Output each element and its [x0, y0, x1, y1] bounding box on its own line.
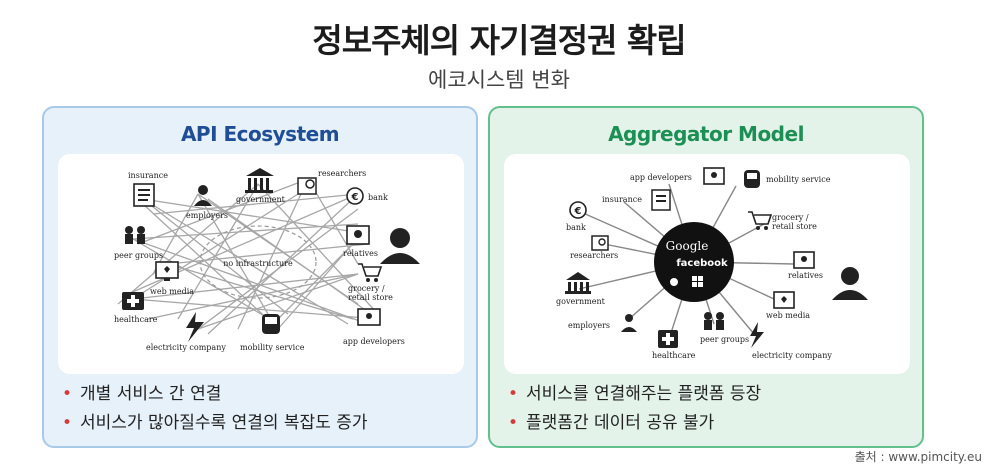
mesh-lines — [117, 178, 379, 335]
node-label-government: government — [236, 195, 286, 204]
apple-logo-icon — [670, 278, 678, 286]
researchers-magnifier-icon — [591, 235, 609, 251]
government-building-icon — [246, 168, 274, 176]
aggregator-model-panel: Aggregator Model Google facebook — [488, 106, 924, 448]
node-label-researchers: researchers — [318, 169, 366, 178]
insurance-document-line — [138, 189, 150, 191]
bullet-item: •플랫폼간 데이터 공유 불가 — [508, 413, 715, 433]
aggregator-model-svg: Google facebook € — [556, 167, 868, 360]
bullet-item: •개별 서비스 간 연결 — [62, 384, 222, 404]
bullet-dot-icon: • — [508, 384, 519, 404]
source-credit: 출처 : www.pimcity.eu — [854, 450, 982, 464]
employers-person-icon — [198, 185, 208, 195]
no-infrastructure-label: no infrastructure — [223, 259, 293, 268]
api-ecosystem-heading: API Ecosystem — [180, 122, 340, 146]
node-icons: € — [122, 168, 420, 342]
node-label-insurance: insurance — [602, 195, 642, 204]
hub-facebook-label: facebook — [676, 258, 728, 269]
api-ecosystem-bullets: •개별 서비스 간 연결 •서비스가 많아질수록 연결의 복잡도 증가 — [62, 380, 368, 438]
node-label-healthcare: healthcare — [114, 315, 158, 324]
hub-logos — [670, 276, 703, 287]
node-label-healthcare: healthcare — [652, 351, 696, 360]
node-label-peer-groups: peer groups — [700, 335, 749, 344]
node-label-electricity: electricity company — [752, 351, 832, 360]
api-ecosystem-panel: API Ecosystem — [42, 106, 478, 448]
node-label-mobility: mobility service — [240, 343, 305, 352]
node-label-peer-groups: peer groups — [114, 251, 163, 260]
node-label-bank: bank — [368, 193, 388, 202]
aggregator-model-bullets: •서비스를 연결해주는 플랫폼 등장 •플랫폼간 데이터 공유 불가 — [508, 380, 761, 438]
node-label-mobility: mobility service — [766, 175, 831, 184]
employers-person-icon — [625, 314, 633, 322]
bullet-dot-icon: • — [62, 384, 73, 404]
windows-logo-icon — [692, 276, 697, 281]
hub-google-label: Google — [666, 239, 709, 253]
page-title: 정보주체의 자기결정권 확립 — [312, 21, 686, 60]
api-ecosystem-svg: no infrastructure € — [114, 168, 420, 352]
peer-groups-icon — [125, 226, 133, 234]
node-label-app-developers: app developers — [343, 337, 405, 346]
electricity-bolt-icon — [186, 312, 204, 342]
bullet-dot-icon: • — [508, 413, 519, 433]
user-person-icon — [390, 228, 410, 248]
bullet-item: •서비스를 연결해주는 플랫폼 등장 — [508, 384, 762, 404]
node-label-retail-store: retail store — [772, 222, 817, 231]
electricity-bolt-icon — [750, 322, 764, 348]
government-building-icon — [566, 272, 590, 280]
node-label-government: government — [556, 297, 606, 306]
node-label-insurance: insurance — [128, 171, 168, 180]
aggregator-model-diagram: Google facebook € — [504, 154, 910, 374]
user-person-icon — [841, 267, 859, 285]
node-label-grocery: grocery / — [772, 213, 809, 222]
aggregator-model-heading: Aggregator Model — [608, 122, 804, 146]
bullet-item: •서비스가 많아질수록 연결의 복잡도 증가 — [62, 413, 368, 433]
bank-coins-icon — [569, 201, 587, 219]
grocery-cart-icon — [748, 211, 773, 225]
node-label-electricity: electricity company — [146, 343, 226, 352]
grocery-cart-icon — [358, 263, 383, 277]
node-label-grocery: grocery / — [348, 284, 385, 293]
node-label-web-media: web media — [150, 287, 194, 296]
peer-groups-icon — [704, 312, 712, 320]
node-label-relatives: relatives — [343, 249, 378, 258]
no-infrastructure-ellipse — [199, 225, 317, 299]
node-label-relatives: relatives — [788, 271, 823, 280]
bullet-dot-icon: • — [62, 413, 73, 433]
node-label-employers: employers — [186, 211, 228, 220]
node-icons: € — [565, 167, 868, 348]
bank-coins-icon — [346, 187, 364, 205]
page-subtitle: 에코시스템 변화 — [428, 68, 570, 92]
svg-text:€: € — [351, 192, 359, 203]
node-label-researchers: researchers — [570, 251, 618, 260]
node-label-bank: bank — [566, 223, 586, 232]
node-label-app-developers: app developers — [630, 173, 692, 182]
node-label-employers: employers — [568, 321, 610, 330]
svg-text:€: € — [574, 206, 582, 217]
node-label-retail-store: retail store — [348, 293, 393, 302]
api-ecosystem-diagram: no infrastructure € — [58, 154, 464, 374]
node-label-web-media: web media — [766, 311, 810, 320]
